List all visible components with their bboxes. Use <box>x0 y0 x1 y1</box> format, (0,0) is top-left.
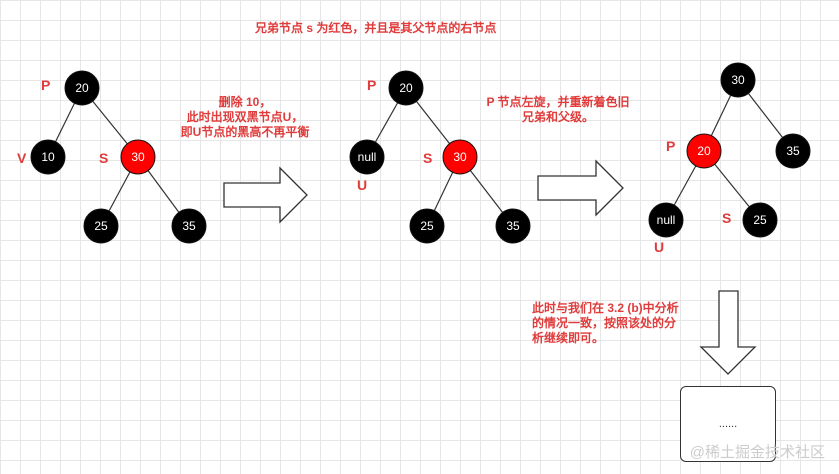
tree-node-20: 20 <box>686 133 722 169</box>
tree-node-null: null <box>349 139 385 175</box>
node-circle <box>495 208 531 244</box>
node-value: null <box>657 213 676 227</box>
node-tag-s: S <box>99 150 108 166</box>
node-tag-s: S <box>423 150 432 166</box>
step1-note: 删除 10， 此时出现双黑节点U， 即U节点的黑高不再平衡 <box>180 95 310 140</box>
node-tag-u: U <box>357 177 367 193</box>
node-value: 35 <box>506 219 520 233</box>
tree-node-25: 25 <box>742 202 778 238</box>
watermark: @稀土掘金技术社区 <box>689 444 825 461</box>
tags-layer: P V S P U S P U S <box>17 77 731 255</box>
tree-node-25: 25 <box>409 208 445 244</box>
node-tag-p: P <box>666 138 675 154</box>
tree-node-30: 30 <box>120 139 156 175</box>
node-tag-s: S <box>722 210 731 226</box>
note-line: 即U节点的黑高不再平衡 <box>180 125 310 139</box>
node-value: 30 <box>131 150 145 164</box>
tree-node-30: 30 <box>720 62 756 98</box>
node-value: 10 <box>41 150 55 164</box>
node-value: 25 <box>753 213 767 227</box>
node-value: 35 <box>182 219 196 233</box>
tree-node-35: 35 <box>775 133 811 169</box>
tree-node-10: 10 <box>30 139 66 175</box>
node-value: 20 <box>75 81 89 95</box>
tree-node-20: 20 <box>64 70 100 106</box>
node-value: 25 <box>94 219 108 233</box>
tree-node-25: 25 <box>83 208 119 244</box>
node-circle <box>686 133 722 169</box>
node-circle <box>349 139 385 175</box>
note-line: P 节点左旋，并重新着色旧 <box>486 95 630 109</box>
node-circle <box>64 70 100 106</box>
node-circle <box>83 208 119 244</box>
node-circle <box>720 62 756 98</box>
node-circle <box>775 133 811 169</box>
tree-node-30: 30 <box>442 139 478 175</box>
note-line: 析继续即可。 <box>532 331 605 345</box>
node-tag-v: V <box>17 150 27 166</box>
node-value: 25 <box>420 219 434 233</box>
tree-node-35: 35 <box>495 208 531 244</box>
node-value: null <box>358 150 377 164</box>
step2-note: P 节点左旋，并重新着色旧 兄弟和父级。 <box>478 95 638 125</box>
node-tag-p: P <box>367 77 376 93</box>
node-circle <box>120 139 156 175</box>
node-circle <box>742 202 778 238</box>
step3-note: 此时与我们在 3.2 (b)中分析 的情况一致，按照该处的分 析继续即可。 <box>532 301 702 346</box>
edges-layer <box>47 79 794 227</box>
note-line: 此时与我们在 3.2 (b)中分析 <box>532 301 679 315</box>
ellipsis-text: ...... <box>718 418 738 430</box>
node-value: 30 <box>731 73 745 87</box>
node-circle <box>30 139 66 175</box>
node-circle <box>388 70 424 106</box>
tree-node-20: 20 <box>388 70 424 106</box>
note-line: 兄弟和父级。 <box>521 110 594 124</box>
tree-node-35: 35 <box>171 208 207 244</box>
node-value: 20 <box>697 144 711 158</box>
right-arrow-icon <box>537 159 624 217</box>
node-circle <box>442 139 478 175</box>
note-line: 此时出现双黑节点U， <box>186 110 304 124</box>
node-tag-u: U <box>654 239 664 255</box>
note-line: 删除 10， <box>218 95 272 109</box>
node-value: 30 <box>453 150 467 164</box>
node-circle <box>171 208 207 244</box>
nodes-layer: 20 10 30 25 35 20 null 30 25 35 30 20 35 null 25 <box>30 62 811 244</box>
node-value: 20 <box>399 81 413 95</box>
node-circle <box>409 208 445 244</box>
node-circle <box>648 202 684 238</box>
node-tag-p: P <box>41 77 50 93</box>
tree-node-null: null <box>648 202 684 238</box>
right-arrow-icon <box>223 166 308 224</box>
node-value: 35 <box>786 144 800 158</box>
down-arrow-icon <box>699 290 757 375</box>
note-line: 的情况一致，按照该处的分 <box>532 316 677 330</box>
diagram-title: 兄弟节点 s 为红色，并且是其父节点的右节点 <box>255 21 497 35</box>
next-step-box: ...... <box>680 386 776 462</box>
